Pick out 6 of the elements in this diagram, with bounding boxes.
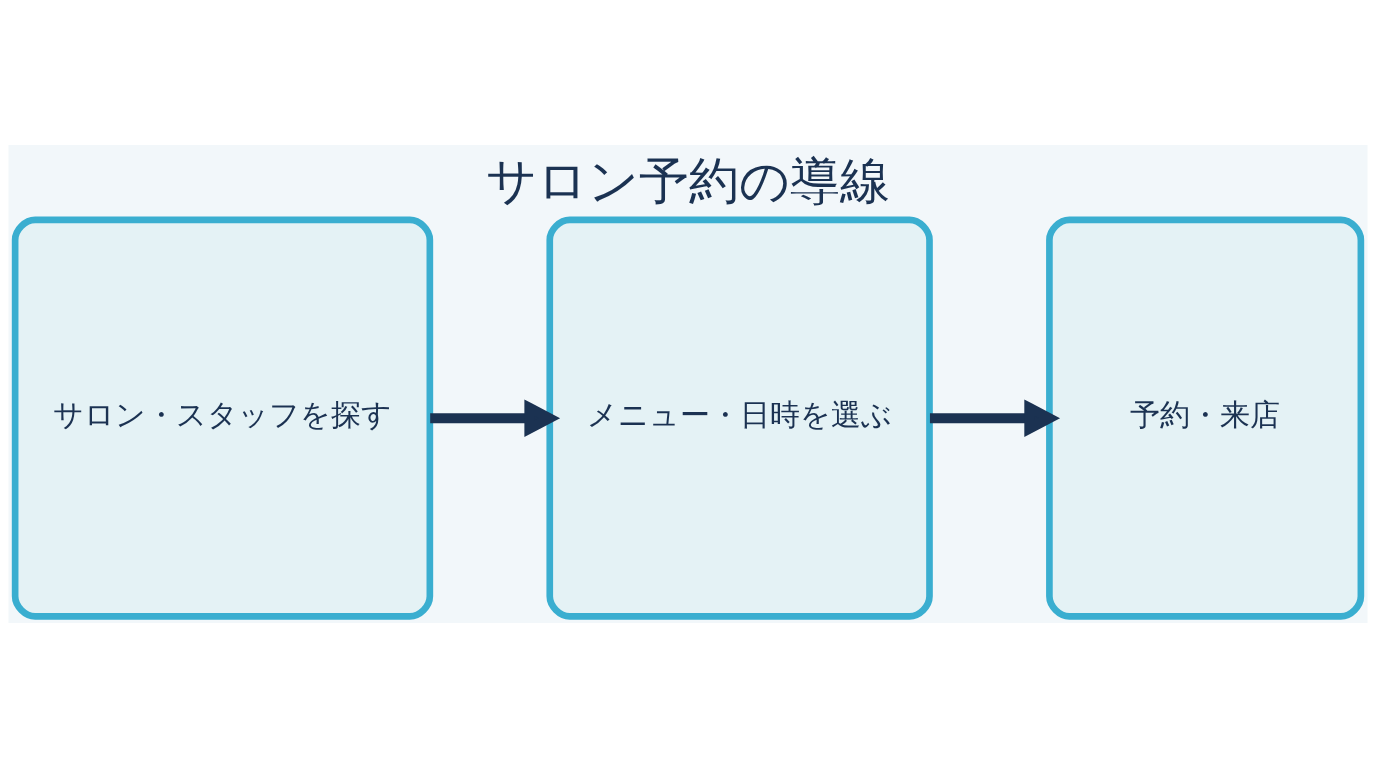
diagram-title: サロン予約の導線 (486, 152, 890, 211)
node-box: メニュー・日時を選ぶ (546, 216, 933, 620)
node-box: 予約・来店 (1046, 216, 1365, 620)
arrow (430, 399, 561, 437)
node-box: サロン・スタッフを探す (11, 216, 434, 620)
arrow (929, 399, 1061, 437)
